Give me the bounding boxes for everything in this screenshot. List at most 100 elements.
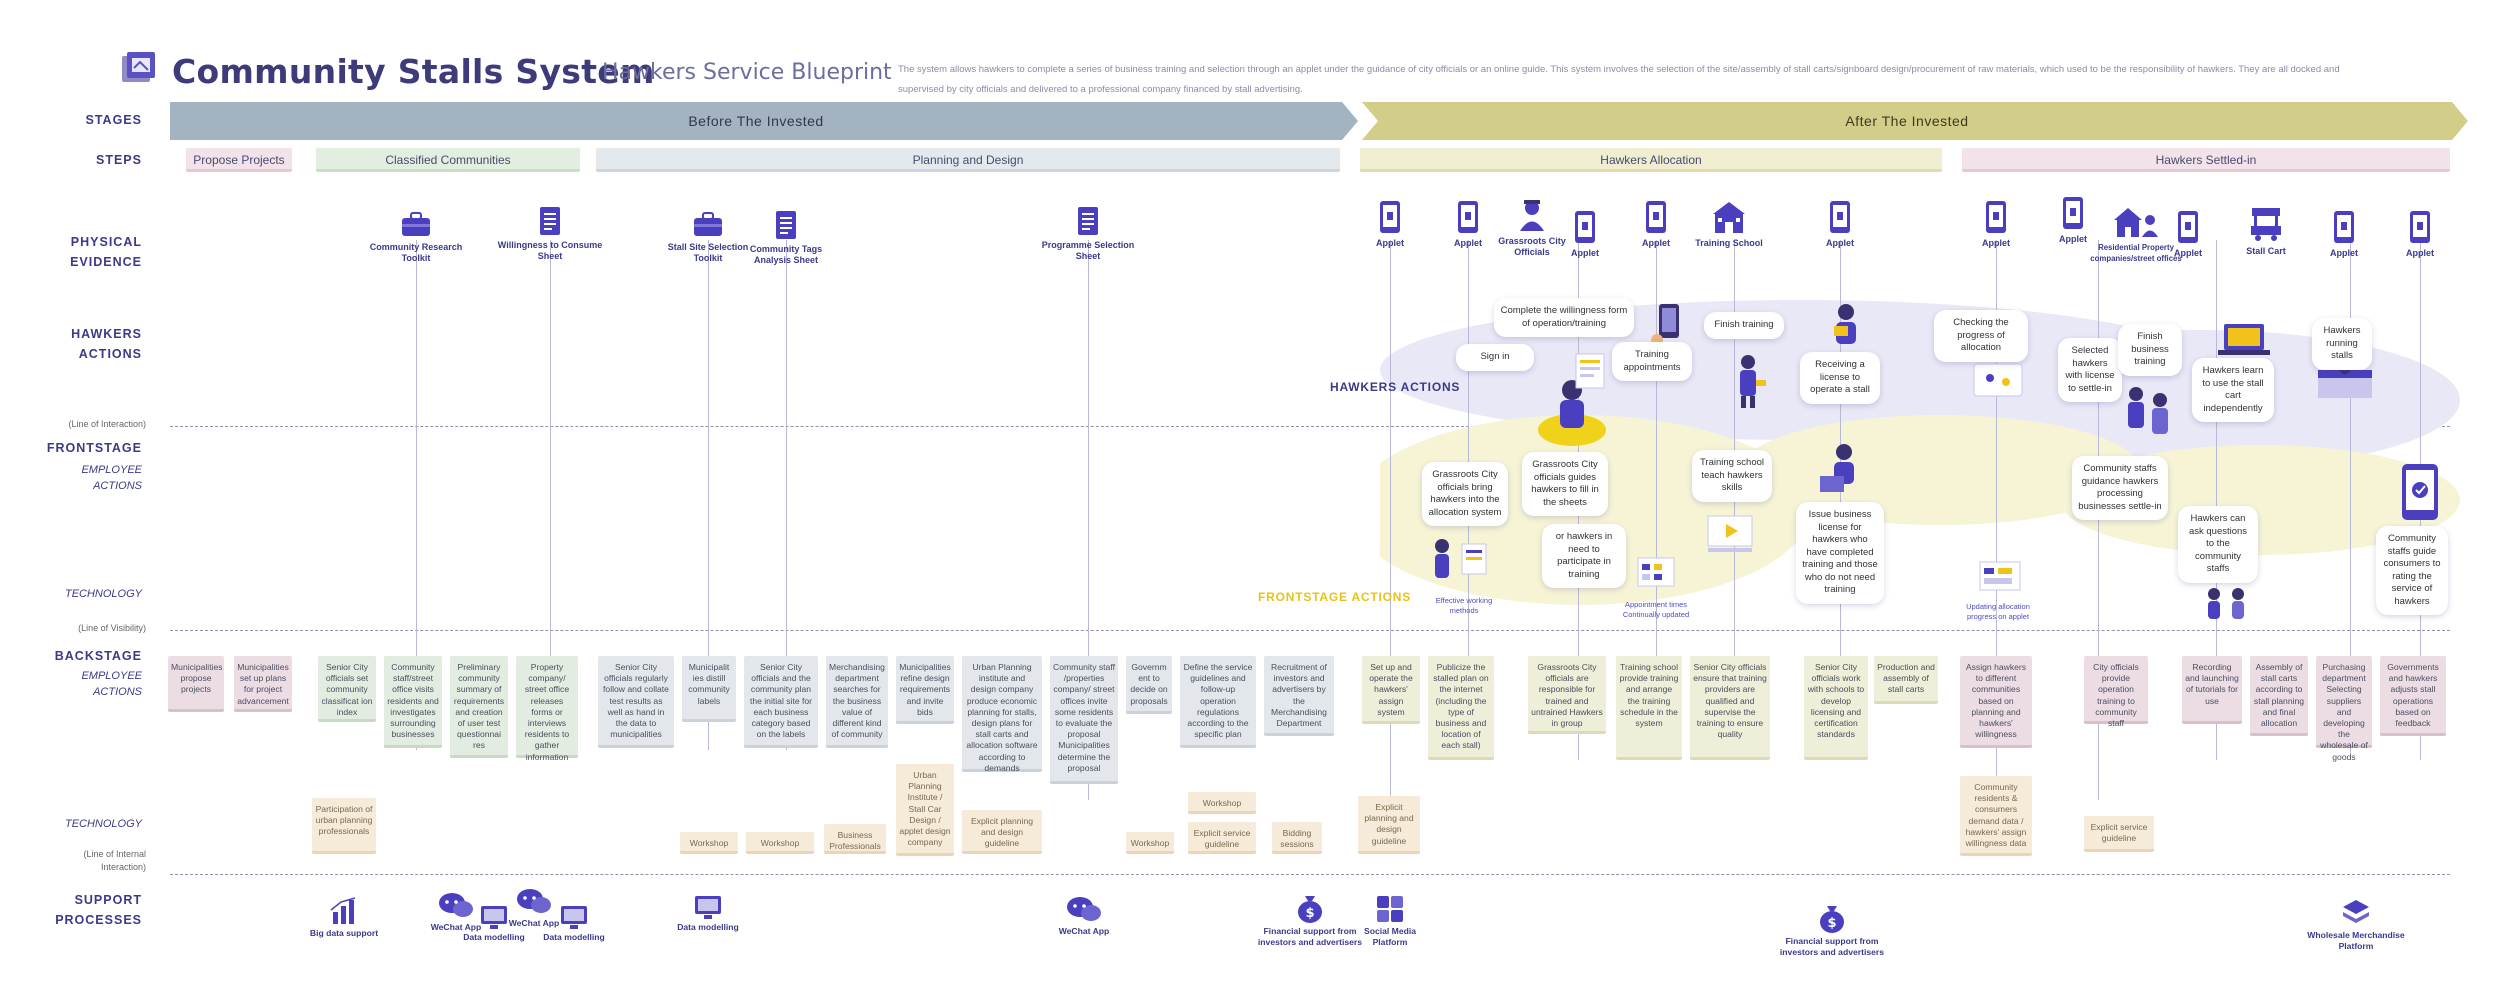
support-wechat-app: WeChat App <box>396 890 516 933</box>
connector-line <box>416 240 417 750</box>
frontstage-training-need: or hawkers in need to participate in tra… <box>1542 524 1626 588</box>
school-building-icon <box>1713 202 1745 233</box>
support-data-modelling: Data modelling <box>648 894 768 933</box>
map-board-illustration <box>1973 363 2023 397</box>
backstage-card: Set up and operate the hawkers' assign s… <box>1362 656 1420 724</box>
connector-line <box>2350 240 2351 760</box>
evidence-label: Applet <box>1571 248 1599 258</box>
evidence-stall-cart: Stall Cart <box>2231 206 2301 257</box>
tech-updating-progress: Updating allocation progress on applet <box>1966 602 2030 621</box>
hawker-action-training-appointments: Training appointments <box>1612 342 1692 381</box>
evidence-stall-site-toolkit: Stall Site Selection Toolkit <box>653 210 763 264</box>
support-label: Data modelling <box>543 932 605 942</box>
backstage-card: Governments and hawkers adjusts stall op… <box>2380 656 2446 736</box>
evidence-label: Applet <box>1826 238 1854 248</box>
backstage-tech-card: Participation of urban planning professi… <box>312 798 376 854</box>
backstage-card: Property company/ street office releases… <box>516 656 578 762</box>
step-classified-communities[interactable]: Classified Communities <box>316 148 580 172</box>
step-hawkers-allocation[interactable]: Hawkers Allocation <box>1360 148 1942 172</box>
monitor-icon <box>481 906 507 929</box>
backstage-card: Assembly of stall carts according to sta… <box>2250 656 2308 736</box>
monitor-icon <box>561 906 587 929</box>
evidence-label: Stall Site Selection Toolkit <box>667 242 749 263</box>
license-holder-illustration <box>1834 304 1856 344</box>
connector-line <box>1656 240 1657 760</box>
evidence-training-school: Training School <box>1679 200 1779 249</box>
line-of-visibility-label: (Line of Visibility) <box>78 623 146 633</box>
evidence-label: Applet <box>1642 238 1670 248</box>
physical-evidence-label-2: EVIDENCE <box>70 255 142 269</box>
evidence-applet: Applet <box>2385 210 2455 259</box>
backstage-tech-card: Business Professionals <box>824 824 886 854</box>
support-wechat-app: WeChat App <box>1024 894 1144 937</box>
connector-line <box>708 240 709 750</box>
tech-appointment-times: Appointment times Continually updated <box>1622 600 1690 619</box>
hawker-action-receiving-license: Receiving a license to operate a stall <box>1800 352 1880 404</box>
hawker-action-finish-business-training: Finish business training <box>2118 324 2182 376</box>
support-label: Financial support from investors and adv… <box>1257 926 1363 947</box>
progress-board-illustration <box>1979 561 2021 591</box>
support-big-data: Big data support <box>284 896 404 939</box>
support-label: Data modelling <box>463 932 525 942</box>
backstage-card: Preliminary community summary of require… <box>450 656 508 758</box>
backstage-card: Publicize the stalled plan on the intern… <box>1428 656 1494 760</box>
backstage-card: Recording and launching of tutorials for… <box>2182 656 2242 724</box>
money-bag-icon: $ <box>1298 896 1322 923</box>
stage-after-arrow <box>1362 102 2468 140</box>
toolbox-icon <box>402 212 430 236</box>
connector-line <box>2098 240 2099 800</box>
backstage-card: Training school provide training and arr… <box>1616 656 1682 760</box>
document-icon <box>1078 207 1098 235</box>
smartphone-icon <box>1380 201 1400 233</box>
backstage-tech-card: Community residents & consumers demand d… <box>1960 776 2032 856</box>
evidence-applet: Applet <box>1941 200 2051 249</box>
evidence-grassroots-city-officials: Grassroots City Officials <box>1490 198 1574 258</box>
evidence-residential-property: Residential Property companies/street of… <box>2088 206 2184 264</box>
stages-label: STAGES <box>85 113 142 127</box>
steps-label: STEPS <box>96 153 142 167</box>
backstage-tech-card: Explicit planning and design guideline <box>1358 796 1420 854</box>
support-data-modelling: Data modelling <box>514 904 634 943</box>
backstage-tech-card: Workshop <box>680 832 738 854</box>
support-label: WeChat App <box>430 922 482 932</box>
backstage-card: Community staff /properties company/ str… <box>1050 656 1118 784</box>
backstage-card: Municipalities refine design requirement… <box>896 656 954 724</box>
line-of-internal-interaction-label-1: (Line of Internal <box>83 849 146 859</box>
backstage-card: Governm ent to decide on proposals <box>1126 656 1172 714</box>
backstage-card: Community staff/street office visits res… <box>384 656 442 748</box>
support-wholesale: Wholesale Merchandise Platform <box>2296 898 2416 952</box>
frontstage-sub-1: EMPLOYEE <box>81 464 142 476</box>
hawkers-actions-tag: HAWKERS ACTIONS <box>1330 380 1461 394</box>
evidence-label: Stall Cart <box>2246 246 2286 256</box>
step-hawkers-settled-in[interactable]: Hawkers Settled-in <box>1962 148 2450 172</box>
step-planning-and-design[interactable]: Planning and Design <box>596 148 1340 172</box>
smartphone-icon <box>2063 197 2083 229</box>
bar-chart-icon <box>330 897 356 924</box>
backstage-sub-2: ACTIONS <box>93 686 142 698</box>
stall-cart-icon <box>2251 208 2281 241</box>
wechat-icon <box>517 889 551 913</box>
step-propose-projects[interactable]: Propose Projects <box>186 148 292 172</box>
graduate-illustration <box>1740 355 1766 408</box>
toolbox-icon <box>694 212 722 236</box>
support-social-media: Social Media Platform <box>1350 894 1430 948</box>
frontstage-actions-tag: FRONTSTAGE ACTIONS <box>1258 590 1412 604</box>
laptop-illustration <box>2218 324 2270 355</box>
backstage-card: Senior City officials work with schools … <box>1804 656 1868 760</box>
backstage-card: Municipalities propose projects <box>168 656 224 712</box>
connector-line <box>1390 240 1391 800</box>
wechat-icon <box>439 893 473 917</box>
frontstage-issue-license: Issue business license for hawkers who h… <box>1796 502 1884 604</box>
backstage-card: Senior City officials set community clas… <box>318 656 376 722</box>
evidence-label: Applet <box>2330 248 2358 258</box>
hawker-action-learn-stall-cart: Hawkers learn to use the stall cart inde… <box>2192 358 2274 422</box>
frontstage-rating-guidance: Community staffs guide consumers to rati… <box>2376 526 2448 615</box>
backstage-card: Senior City officials and the community … <box>744 656 818 748</box>
frontstage-label: FRONTSTAGE <box>46 441 142 455</box>
connector-line <box>550 240 551 750</box>
rating-phone-illustration <box>2402 464 2438 520</box>
smartphone-icon <box>2334 211 2354 243</box>
evidence-applet: Applet <box>1413 200 1523 249</box>
teaching-illustration <box>1707 515 1753 552</box>
smartphone-icon <box>1575 211 1595 243</box>
